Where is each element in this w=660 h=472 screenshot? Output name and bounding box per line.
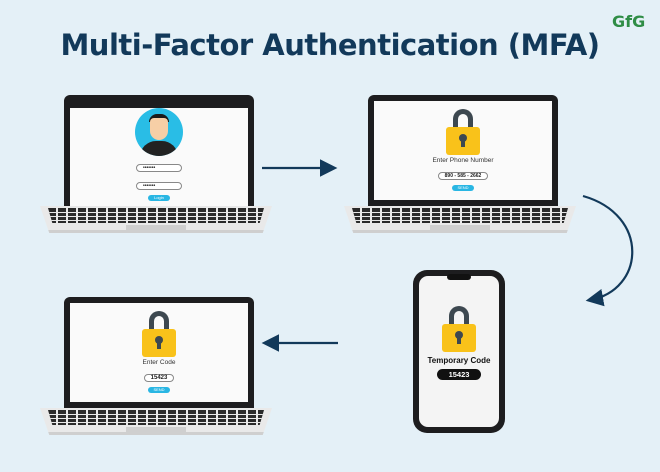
laptop-enter-code: Enter Code 15423 SEND	[40, 297, 272, 435]
temporary-code: 15423	[437, 369, 481, 380]
code-field: 15423	[143, 374, 175, 382]
code-label: Enter Code	[142, 359, 176, 366]
password-field: •••••••	[136, 164, 182, 172]
password-confirm-field: •••••••	[136, 182, 182, 190]
lock-icon	[442, 306, 476, 352]
arrow-curved-down	[582, 194, 634, 307]
send-button: SEND	[452, 185, 474, 191]
page-title: Multi-Factor Authentication (MFA)	[60, 28, 600, 62]
login-button: Login	[148, 195, 170, 201]
phone-label: Enter Phone Number	[432, 157, 494, 164]
send-button: SEND	[148, 387, 170, 393]
smartphone: Temporary Code 15423	[413, 270, 505, 433]
temporary-code-label: Temporary Code	[427, 356, 491, 365]
laptop-login: ••••••• ••••••• Login	[40, 95, 272, 233]
lock-icon	[142, 311, 176, 357]
user-avatar-icon	[135, 108, 183, 156]
phone-field: 890 - 585 - 2662	[437, 172, 489, 180]
laptop-phone-number: Enter Phone Number 890 - 585 - 2662 SEND	[344, 95, 576, 233]
lock-icon	[446, 109, 480, 155]
gfg-logo: GfG	[612, 12, 646, 31]
